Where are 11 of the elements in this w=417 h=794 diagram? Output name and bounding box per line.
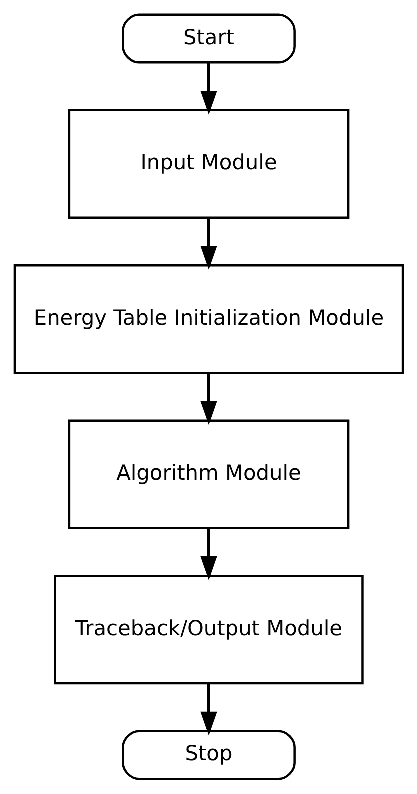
node-box: Algorithm Module bbox=[68, 420, 350, 530]
node-box: Start bbox=[122, 14, 296, 64]
arrow bbox=[200, 684, 217, 736]
arrow bbox=[200, 373, 217, 426]
node-box: Energy Table Initialization Module bbox=[13, 264, 404, 374]
node-box: Traceback/Output Module bbox=[54, 574, 364, 685]
arrow bbox=[200, 528, 217, 580]
node-box: Stop bbox=[122, 730, 296, 780]
arrow bbox=[200, 218, 217, 270]
arrow bbox=[200, 62, 217, 115]
node-box: Input Module bbox=[68, 109, 350, 220]
